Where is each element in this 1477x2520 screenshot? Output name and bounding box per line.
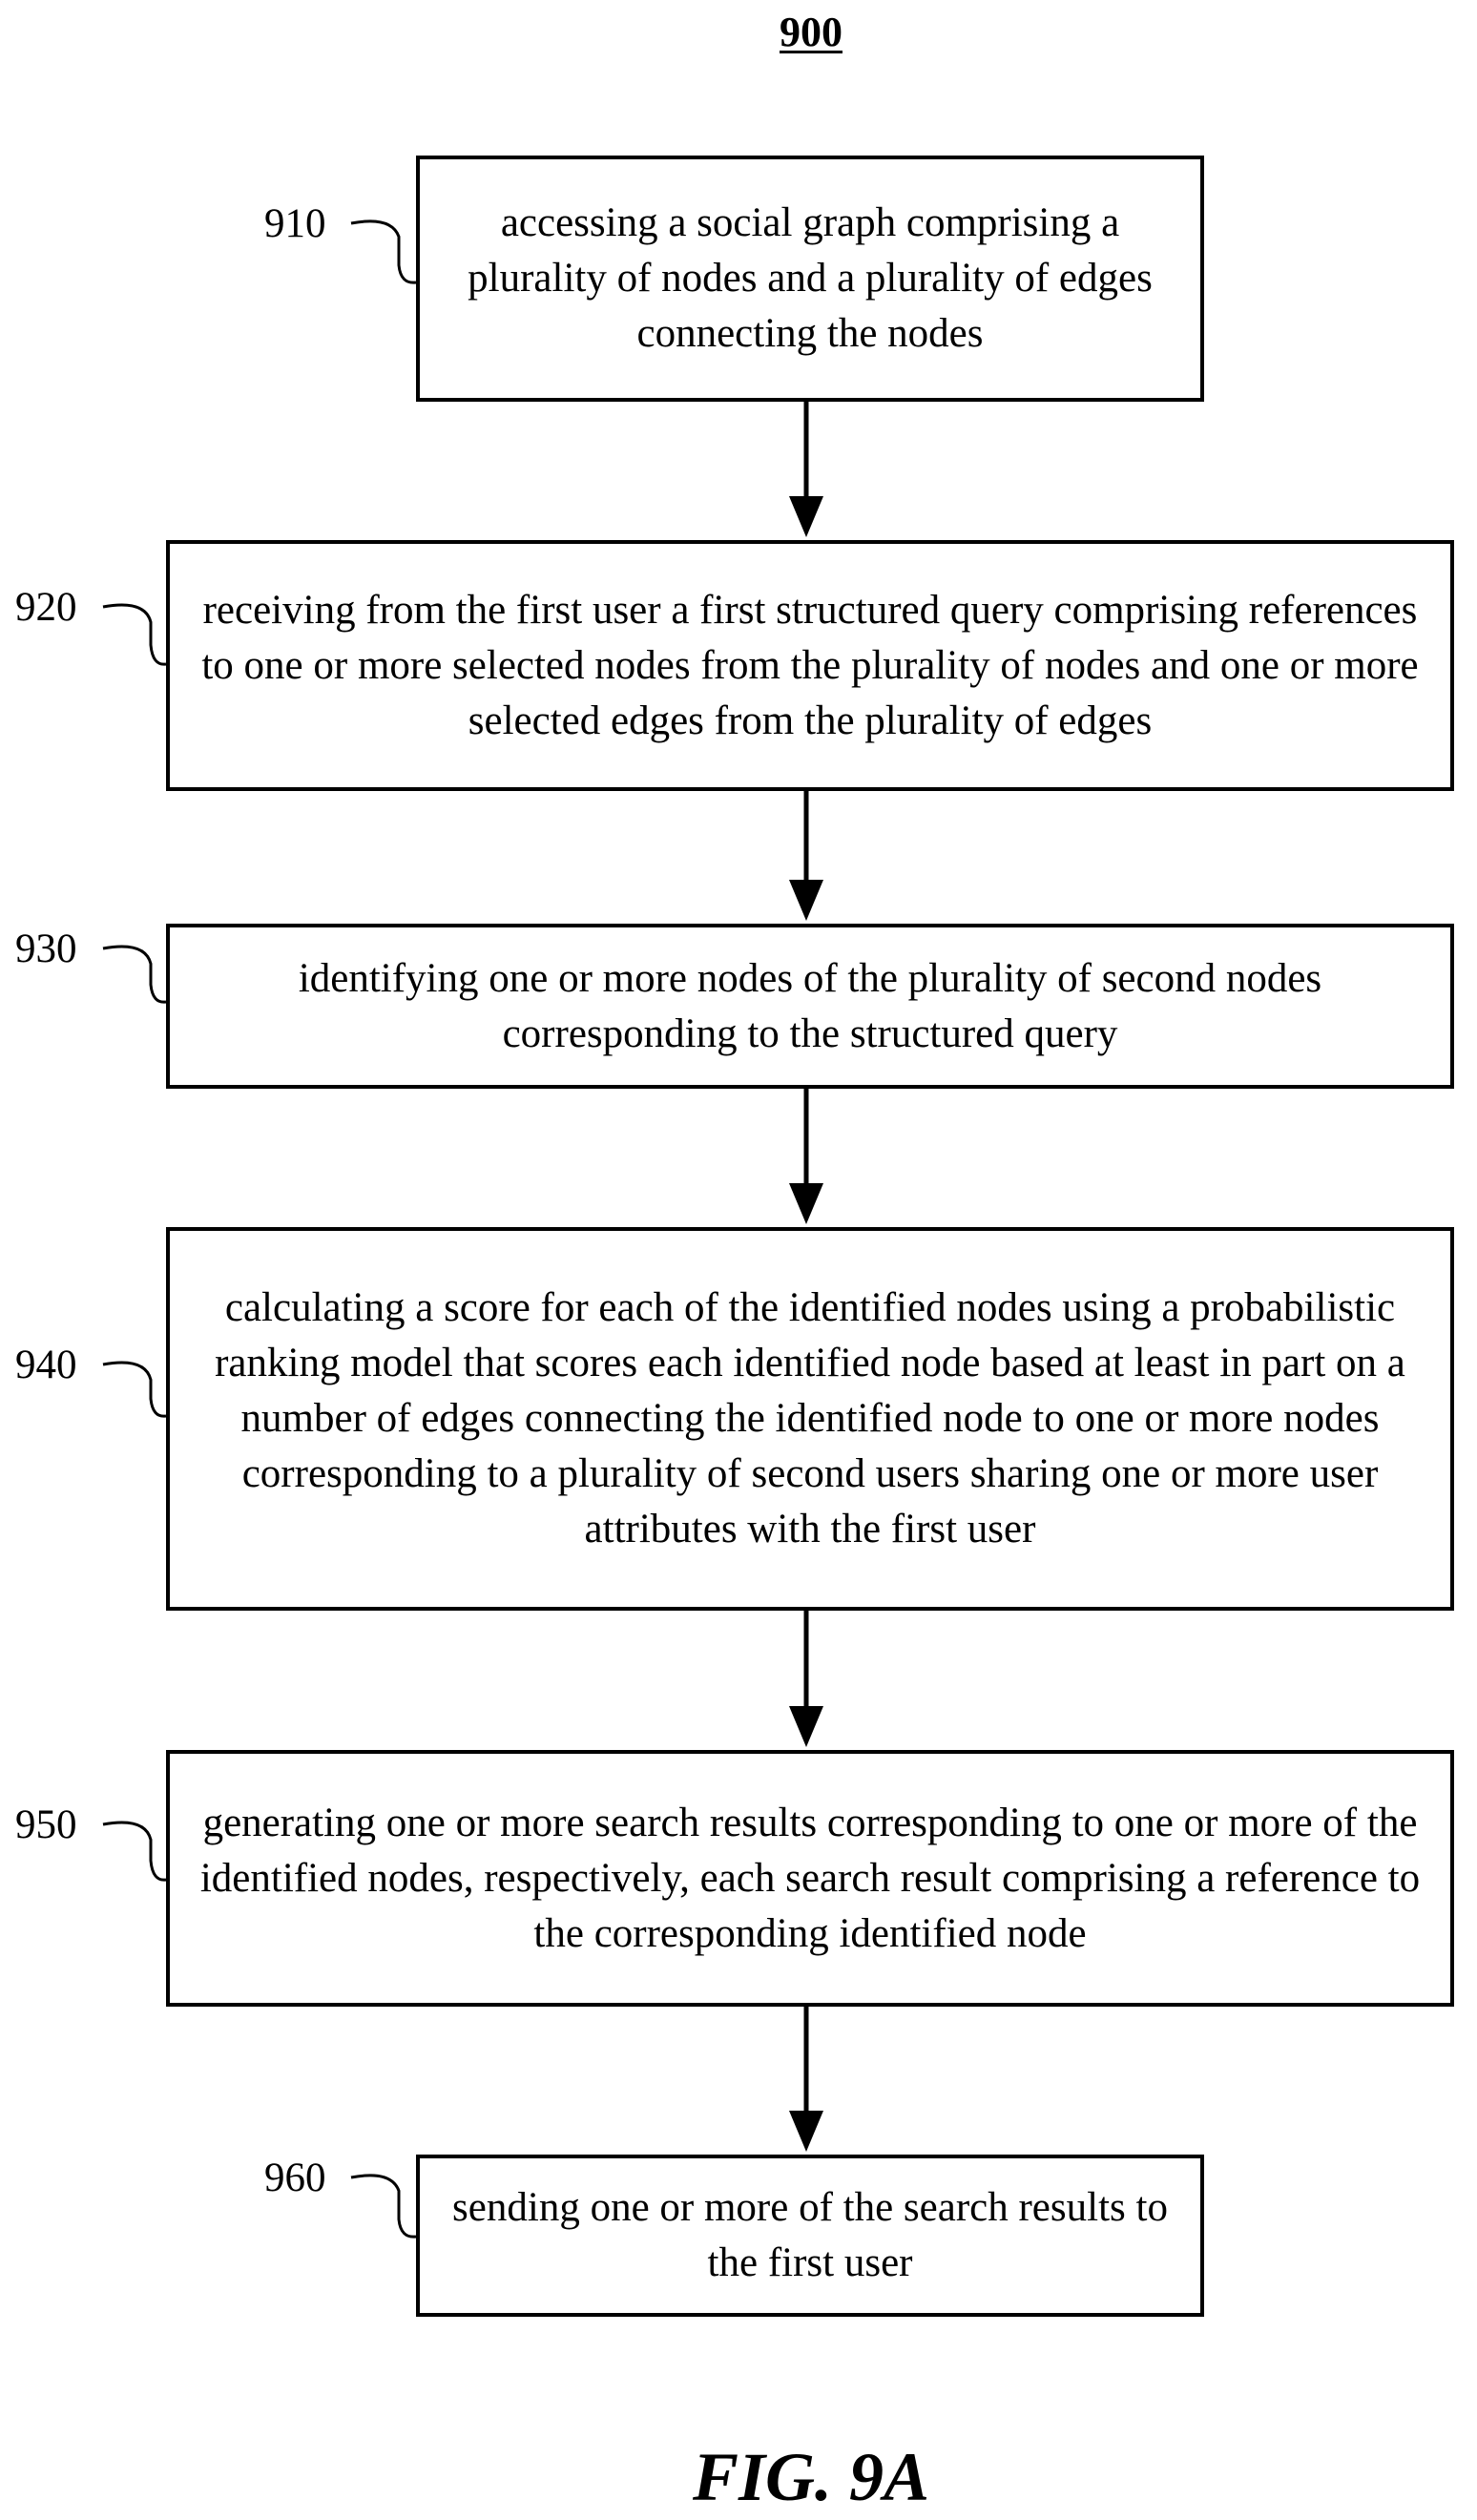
step-940-text: calculating a score for each of the iden… xyxy=(170,1281,1450,1557)
arrow-950-960 xyxy=(789,2005,823,2152)
step-960-text: sending one or more of the search result… xyxy=(420,2180,1200,2291)
step-930-box: identifying one or more nodes of the plu… xyxy=(166,924,1454,1089)
leader-940 xyxy=(103,1363,166,1416)
leader-920 xyxy=(103,605,166,664)
ref-label-920: 920 xyxy=(15,587,77,628)
leader-950 xyxy=(103,1822,166,1880)
step-920-box: receiving from the first user a first st… xyxy=(166,540,1454,791)
ref-label-950: 950 xyxy=(15,1804,77,1845)
ref-label-940: 940 xyxy=(15,1344,77,1385)
step-950-text: generating one or more search results co… xyxy=(170,1796,1450,1962)
arrow-930-940 xyxy=(789,1087,823,1224)
step-910-box: accessing a social graph comprising a pl… xyxy=(416,156,1204,402)
step-920-text: receiving from the first user a first st… xyxy=(170,583,1450,749)
step-930-text: identifying one or more nodes of the plu… xyxy=(170,951,1450,1062)
leader-910 xyxy=(351,221,416,282)
arrow-920-930 xyxy=(789,789,823,921)
step-950-box: generating one or more search results co… xyxy=(166,1750,1454,2007)
leader-960 xyxy=(351,2176,416,2237)
ref-label-930: 930 xyxy=(15,928,77,969)
ref-label-960: 960 xyxy=(264,2157,326,2198)
arrow-910-920 xyxy=(789,400,823,537)
figure-caption: FIG. 9A xyxy=(0,2438,1477,2517)
leader-930 xyxy=(103,947,166,1002)
ref-label-910: 910 xyxy=(264,203,326,244)
step-960-box: sending one or more of the search result… xyxy=(416,2155,1204,2317)
step-940-box: calculating a score for each of the iden… xyxy=(166,1227,1454,1611)
arrow-940-950 xyxy=(789,1609,823,1747)
step-910-text: accessing a social graph comprising a pl… xyxy=(420,196,1200,362)
